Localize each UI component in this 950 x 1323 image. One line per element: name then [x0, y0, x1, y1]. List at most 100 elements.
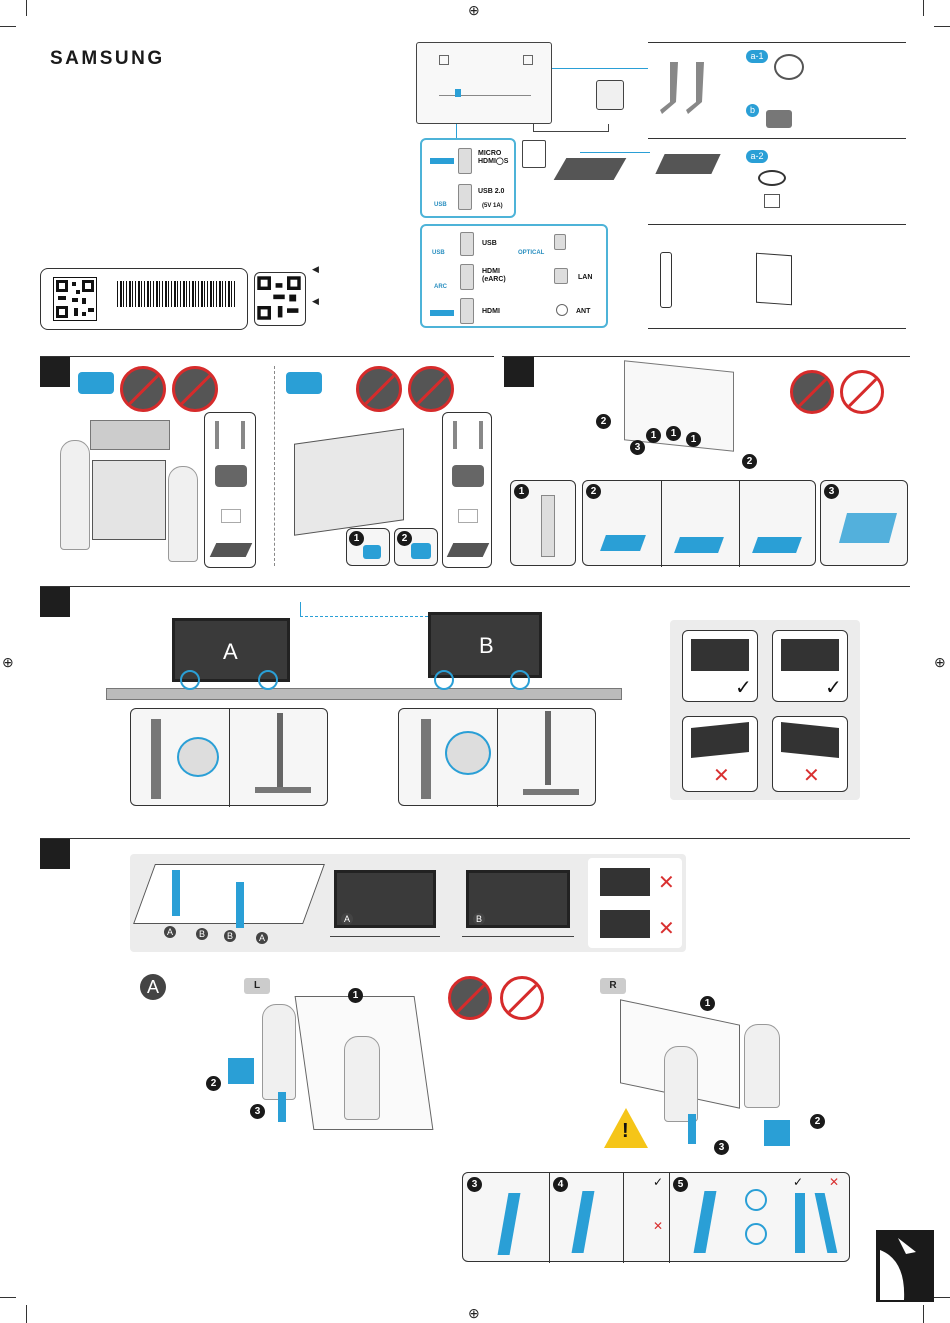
connector-strip — [439, 95, 531, 109]
person-figure — [60, 440, 90, 550]
lan-port — [554, 268, 568, 284]
tv-label-a: A — [223, 639, 238, 665]
callout-line — [552, 68, 648, 69]
crop-mark — [923, 1305, 924, 1323]
box-small-icon — [458, 509, 478, 523]
step-number: 2 — [596, 414, 611, 429]
usb20-spec-label: (5V 1A) — [482, 202, 503, 210]
micro-hdmi-label: MICRO HDMI◯S — [478, 150, 518, 166]
detail-panel-3: 3 — [820, 480, 908, 566]
detail-panel-1: 1 — [510, 480, 576, 566]
divider — [229, 709, 230, 807]
stand-legs-icon — [453, 421, 483, 449]
step-number: 3 — [824, 484, 839, 499]
no-press-icon — [172, 366, 218, 412]
step-number: 3 — [714, 1140, 729, 1155]
hdmi-port — [460, 298, 474, 324]
manual-icon — [756, 253, 792, 306]
accessory-a2-tag: a-2 — [746, 150, 768, 163]
step-number: 3 — [630, 440, 645, 455]
detail-panel-1: 1 — [346, 528, 390, 566]
tv-back-icon — [133, 864, 325, 924]
check-icon: ✓ — [793, 1175, 803, 1189]
registration-mark-icon: ⊕ — [468, 2, 480, 19]
micro-hdmi-port — [458, 148, 472, 174]
no-press-icon — [356, 366, 402, 412]
qr-code — [53, 277, 97, 321]
stand-base-line — [330, 936, 440, 937]
cross-icon: ✕ — [653, 1219, 663, 1233]
step-number: 1 — [666, 426, 681, 441]
foot-highlight-icon — [510, 670, 530, 690]
lan-label: LAN — [578, 274, 592, 282]
cable-coil-icon — [758, 170, 786, 186]
one-connect-box-icon — [554, 158, 627, 180]
orientation-correct-b: ✓ — [772, 630, 848, 702]
accessory-a1-tag: a-1 — [746, 50, 768, 63]
tv-screen-icon — [691, 722, 749, 758]
usb20-port — [458, 184, 472, 210]
stand-leg-icon — [236, 882, 244, 928]
stand-foot-icon — [255, 787, 311, 793]
registration-mark-icon: ⊕ — [468, 1305, 480, 1322]
person-figure — [744, 1024, 780, 1108]
tv-position-b: B — [428, 612, 542, 678]
zoom-detail-icon — [445, 731, 491, 775]
person-figure — [344, 1036, 380, 1120]
open-box-icon — [294, 428, 404, 535]
step-number: 5 — [673, 1177, 688, 1192]
box-small-icon — [221, 509, 241, 523]
registration-mark-icon: ⊕ — [2, 654, 14, 671]
antenna-port — [556, 304, 568, 316]
step-number: 1 — [646, 428, 661, 443]
arc-icon-label: ARC — [434, 284, 447, 290]
crop-mark — [923, 0, 924, 16]
flap-icon — [674, 537, 724, 553]
hdmi-label: HDMI — [482, 308, 500, 316]
step-number: 2 — [810, 1114, 825, 1129]
usb-label: USB — [482, 240, 497, 248]
check-icon: ✓ — [735, 675, 752, 700]
micro-hdmi-icon — [430, 158, 454, 164]
crop-mark — [0, 1297, 16, 1298]
step-number: 2 — [397, 531, 412, 546]
tv-screen-icon — [691, 639, 749, 671]
divider — [648, 138, 906, 139]
product-label-card — [40, 268, 248, 330]
remote-control-icon — [660, 252, 672, 308]
stand-detail-b — [398, 708, 596, 806]
tv-label-b: B — [473, 913, 485, 925]
rear-ports-panel: USB USB OPTICAL ARC HDMI (eARC) LAN HDMI… — [420, 224, 608, 328]
no-press-icon — [448, 976, 492, 1020]
divider — [739, 481, 740, 567]
registration-mark-icon: ⊕ — [934, 654, 946, 671]
usb-port — [460, 232, 474, 256]
flap-icon — [600, 535, 646, 551]
tv-label-a: A — [341, 913, 353, 925]
camera-icon — [215, 465, 247, 487]
step-number: 1 — [686, 432, 701, 447]
hdmi-earc-port — [460, 264, 474, 290]
page-turn-icon — [876, 1230, 934, 1302]
pointer-arrow-icon: ◀ — [312, 264, 319, 275]
stand-leg-icon — [278, 1092, 286, 1122]
usb-icon-label: USB — [434, 202, 447, 208]
no-press-icon — [120, 366, 166, 412]
step-number: 2 — [586, 484, 601, 499]
incorrect-panel: ✕ ✕ — [588, 858, 682, 948]
height-indicator-line — [300, 616, 428, 617]
person-figure — [664, 1046, 698, 1122]
pointer-arrow-icon: ◀ — [312, 296, 319, 307]
qr-code — [254, 272, 306, 326]
stand-legs-icon — [660, 62, 716, 116]
vesa-hole-icon — [523, 55, 533, 65]
tv-screen-icon — [600, 868, 650, 896]
step-3-marker — [40, 587, 70, 617]
warning-mark: ! — [622, 1120, 629, 1143]
step-2-marker — [504, 357, 534, 387]
section-a-badge: A — [140, 974, 166, 1000]
crop-mark — [934, 1297, 950, 1298]
no-press-icon — [408, 366, 454, 412]
table-surface — [106, 688, 622, 700]
ant-label: ANT — [576, 308, 590, 316]
